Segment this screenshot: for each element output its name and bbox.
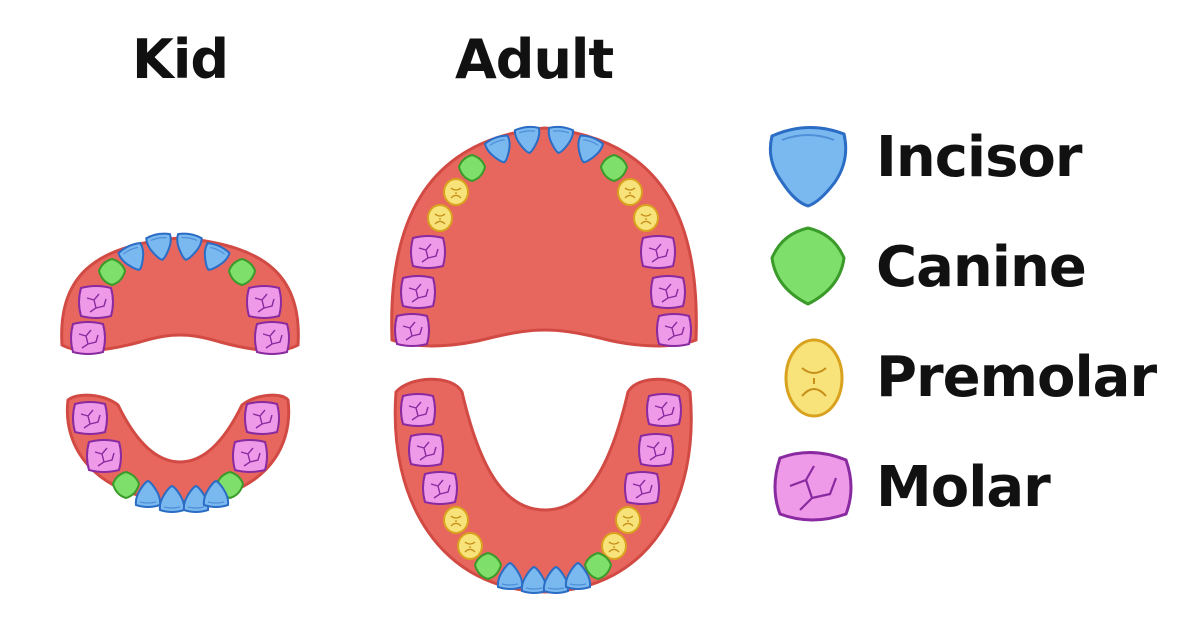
legend-label-premolar: Premolar [876,345,1157,410]
adult-upper-gum [390,126,698,348]
premolar-icon [784,338,844,418]
kid-lower-jaw [65,393,291,513]
canine-icon [770,226,846,306]
legend-label-molar: Molar [876,455,1051,520]
molar-icon [773,450,853,522]
incisor-icon [768,125,848,208]
adult-title: Adult [455,28,614,91]
legend-label-incisor: Incisor [876,125,1083,190]
kid-title: Kid [132,28,229,91]
adult-upper-jaw [390,124,698,348]
adult-lower-jaw [393,377,693,594]
kid-upper-jaw [60,231,300,355]
legend-label-canine: Canine [876,235,1087,300]
